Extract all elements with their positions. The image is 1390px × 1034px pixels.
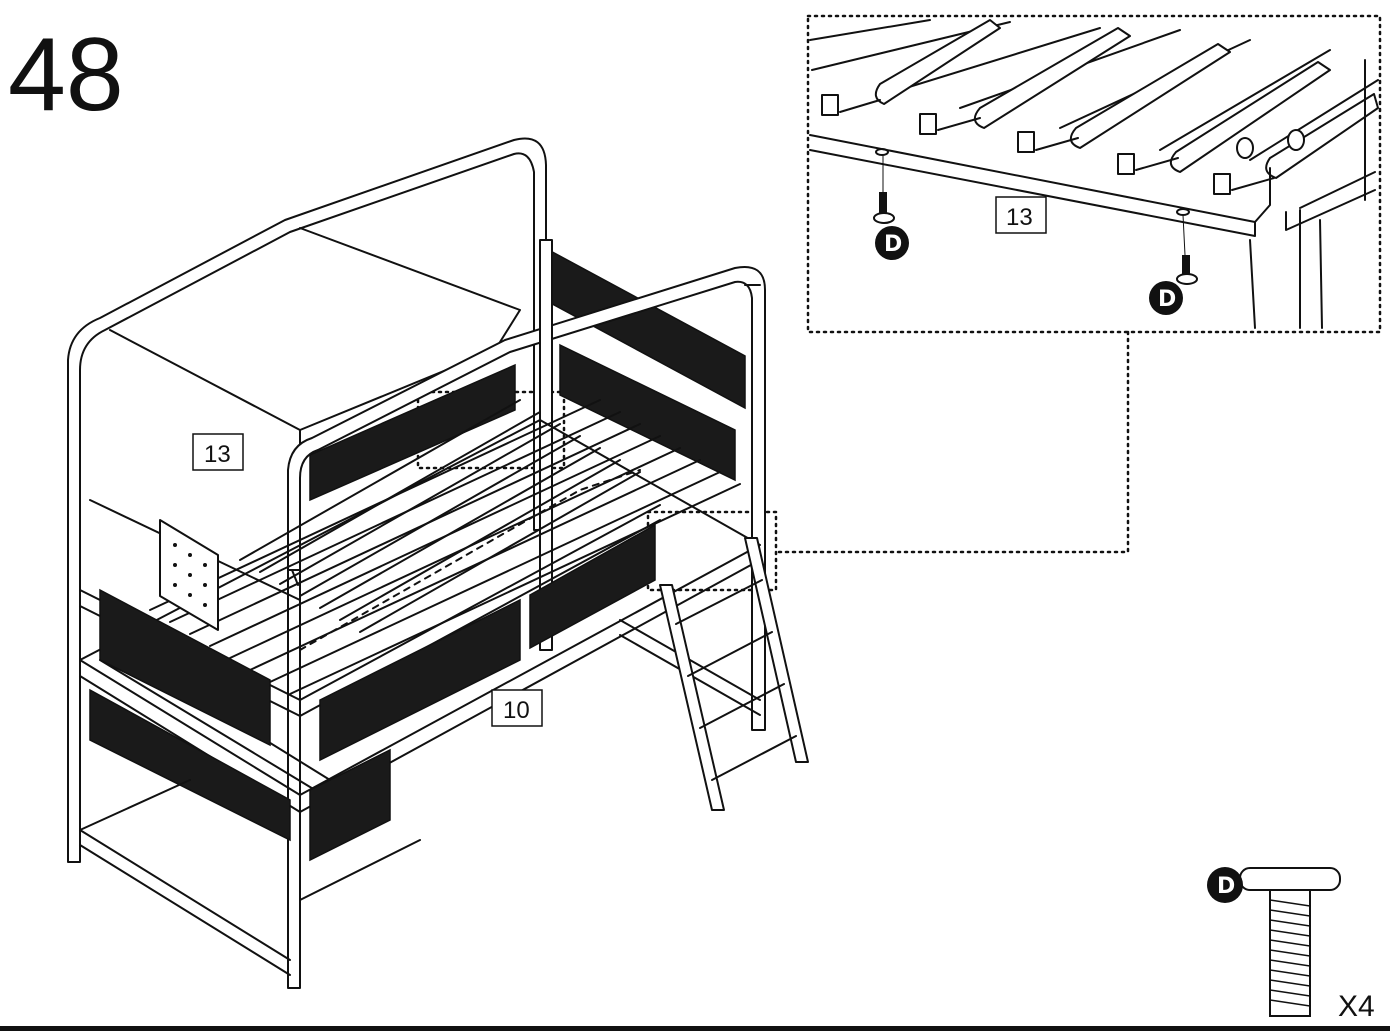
front-left-panel	[99, 588, 271, 747]
bed-deck-lower-edge	[79, 559, 761, 813]
rear-arch-frame	[67, 137, 547, 863]
loft-bed	[67, 137, 809, 989]
detail-inset: D D 13	[806, 14, 1382, 334]
hardware-callout: D X4	[1207, 867, 1375, 1023]
detail-screw-left-letter: D	[884, 232, 902, 257]
detail-label-13: 13	[1006, 204, 1033, 231]
back-panel-upper	[309, 363, 516, 502]
label-13-box	[192, 433, 244, 471]
detail-label-box	[995, 196, 1047, 234]
detail-screw-right: D	[1149, 255, 1198, 315]
front-mid-panel	[319, 598, 521, 762]
hardware-letter-badge	[1207, 867, 1243, 903]
lower-cross-bars	[79, 779, 421, 901]
label-10: 10	[503, 697, 530, 724]
lower-left-stretcher	[79, 829, 291, 976]
bolt-head	[1239, 867, 1341, 891]
id-plate-holes	[173, 543, 207, 607]
detail-screw-right-letter: D	[1158, 287, 1176, 312]
front-arch-frame	[287, 266, 766, 989]
hardware-quantity: X4	[1338, 990, 1375, 1023]
end-panel-mid	[559, 343, 736, 482]
detail-screw-left: D	[873, 192, 909, 260]
bed-slats	[149, 399, 741, 695]
label-13: 13	[204, 441, 231, 468]
detail-slats	[809, 19, 1379, 329]
detail-inset-border	[806, 14, 1382, 334]
bolt-threads	[1269, 899, 1311, 1007]
ladder	[659, 537, 809, 811]
hardware-letter: D	[1217, 874, 1235, 899]
lower-front-panel	[89, 688, 291, 842]
detail-leader-line	[774, 330, 1130, 554]
front-arch-joint	[287, 284, 761, 586]
step-number: 48	[8, 17, 124, 133]
lower-side-panel	[309, 748, 391, 862]
label-10-box	[491, 689, 543, 727]
bottom-rule	[0, 1026, 1390, 1031]
front-right-panel	[529, 523, 656, 650]
